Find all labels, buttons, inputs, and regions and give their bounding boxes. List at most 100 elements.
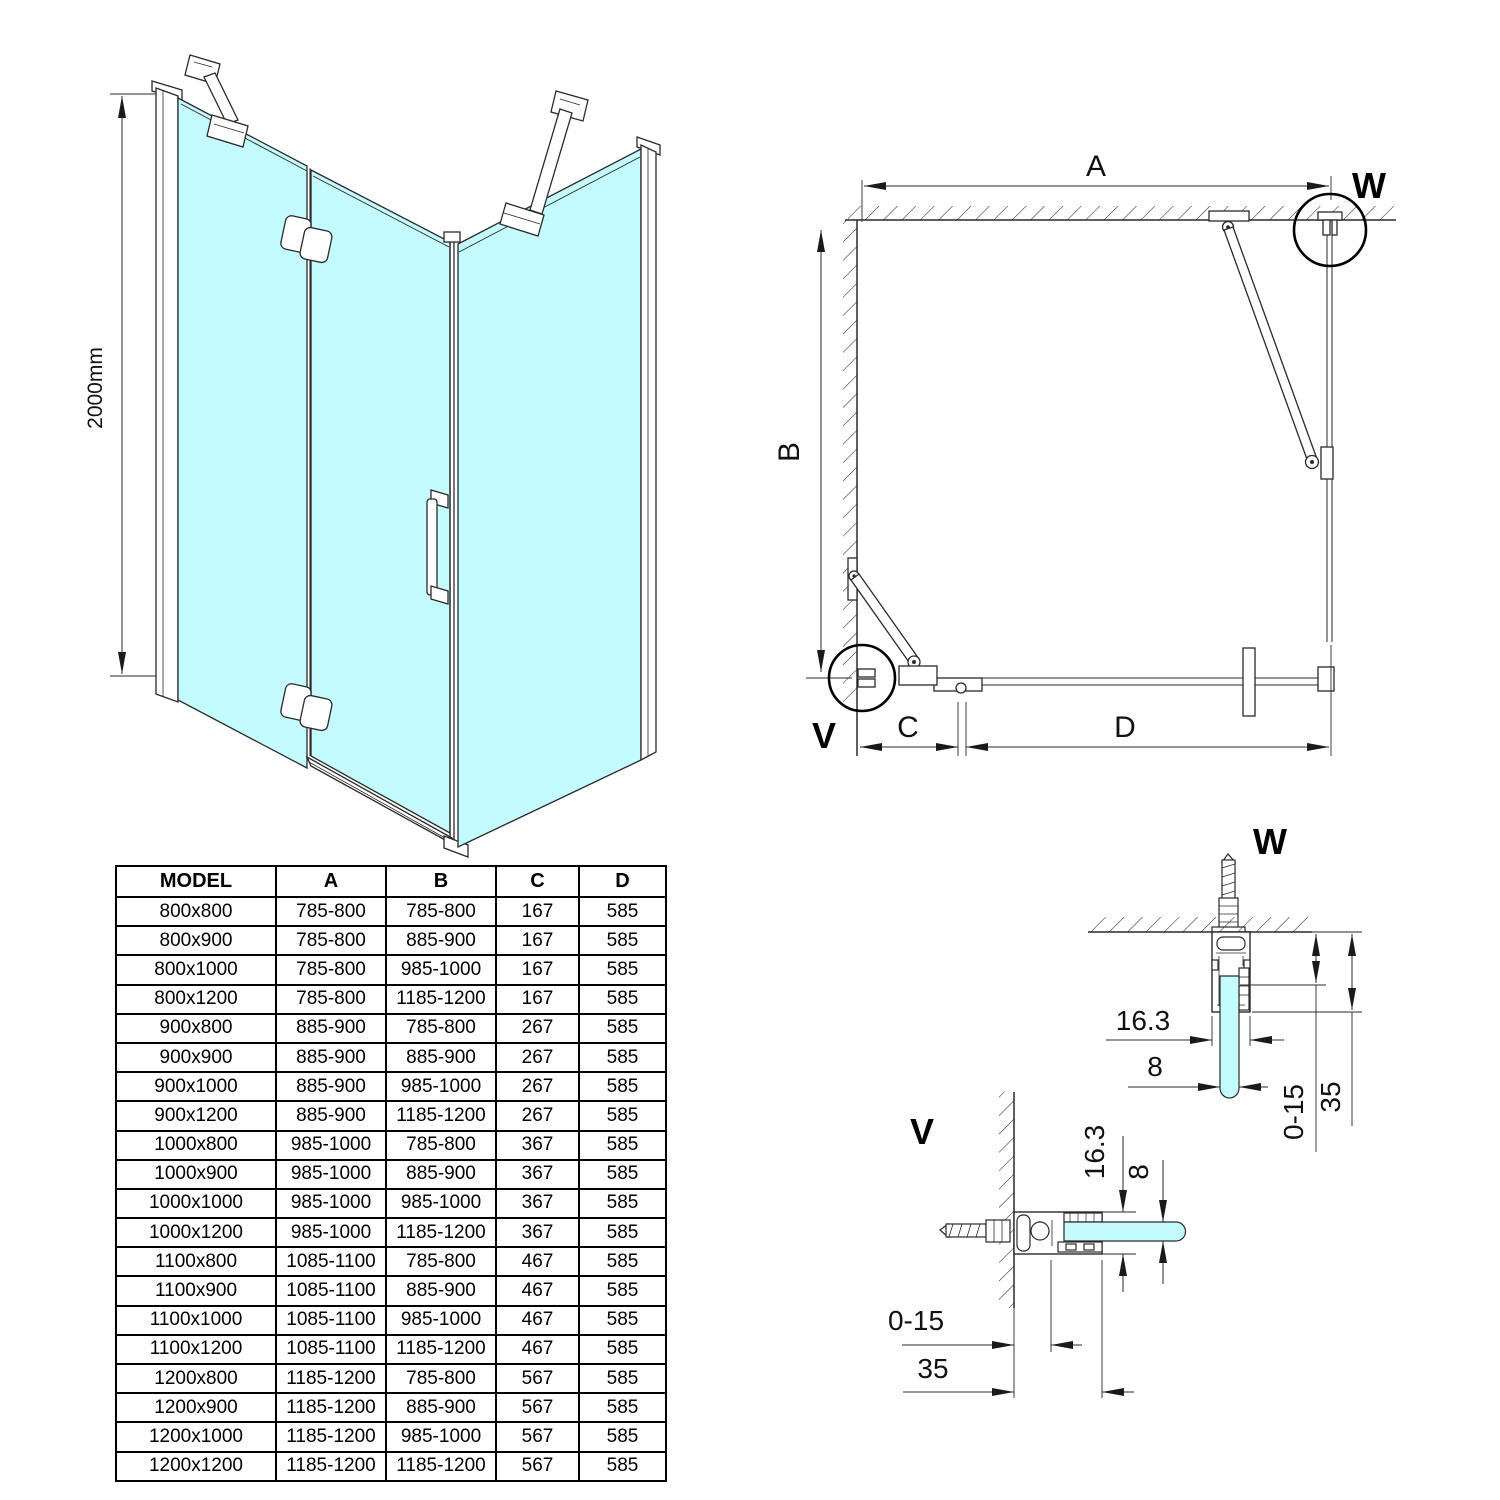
detail-circle-v (827, 643, 897, 713)
table-cell: 1200x1200 (115, 1450, 277, 1482)
table-cell: 585 (578, 1362, 667, 1395)
table-cell: 585 (578, 925, 667, 957)
plan-support-brace-left (847, 557, 938, 686)
table-cell: 1185-1200 (275, 1421, 387, 1453)
table-cell: 585 (578, 1217, 667, 1249)
detail-w: W (1088, 821, 1362, 1152)
table-header-cell: D (578, 865, 667, 898)
table-cell: 785-800 (385, 895, 497, 928)
table-header-cell: A (275, 865, 387, 898)
table-cell: 900x1200 (115, 1100, 277, 1132)
table-cell: 885-900 (385, 925, 497, 957)
table-cell: 585 (578, 1421, 667, 1453)
table-cell: 585 (578, 1041, 667, 1074)
table-cell: 585 (578, 1450, 667, 1482)
door-handle (426, 489, 449, 605)
height-dimension-label: 2000mm (84, 347, 107, 429)
hinge-top (280, 215, 333, 264)
table-cell: 167 (495, 954, 580, 986)
table-cell: 167 (495, 895, 580, 928)
table-cell: 567 (495, 1362, 580, 1395)
table-cell: 1185-1200 (385, 1100, 497, 1132)
svg-text:16.3: 16.3 (1079, 1125, 1110, 1180)
height-dimension: 2000mm (84, 93, 162, 677)
table-cell: 1000x1000 (115, 1187, 277, 1220)
table-cell: 467 (495, 1304, 580, 1336)
table-cell: 1085-1100 (275, 1333, 387, 1366)
table-cell: 1100x800 (115, 1246, 277, 1278)
dim-b-label: B (773, 442, 806, 462)
table-cell: 800x1000 (115, 954, 277, 986)
table-cell: 585 (578, 1100, 667, 1132)
table-cell: 585 (578, 1333, 667, 1366)
table-cell: 785-800 (275, 954, 387, 986)
table-cell: 1000x900 (115, 1158, 277, 1190)
table-cell: 367 (495, 1129, 580, 1161)
table-cell: 585 (578, 1071, 667, 1103)
detail-v: V (888, 1092, 1187, 1398)
dim-c-label: C (897, 711, 919, 744)
table-cell: 567 (495, 1392, 580, 1424)
table-cell: 785-800 (385, 1246, 497, 1278)
table-cell: 467 (495, 1275, 580, 1307)
table-cell: 1185-1200 (275, 1362, 387, 1395)
perspective-view: 2000mm (84, 54, 661, 858)
table-cell: 985-1000 (385, 1304, 497, 1336)
detail-w-dim-total: 35 (1252, 934, 1362, 1126)
table-cell: 585 (578, 1129, 667, 1161)
table-cell: 585 (578, 1392, 667, 1424)
glass-panel-left (177, 96, 308, 770)
table-cell: 585 (578, 1275, 667, 1307)
table-cell: 1085-1100 (275, 1246, 387, 1278)
dimension-a: A (861, 150, 1332, 222)
detail-v-title: V (910, 1111, 934, 1152)
svg-text:0-15: 0-15 (1278, 1084, 1309, 1140)
table-cell: 1100x1200 (115, 1333, 277, 1366)
svg-text:35: 35 (917, 1353, 948, 1384)
svg-text:0-15: 0-15 (888, 1305, 944, 1336)
table-cell: 985-1000 (275, 1129, 387, 1161)
table-cell: 1000x1200 (115, 1217, 277, 1249)
detail-w-dim-adjust: 0-15 (1240, 931, 1362, 1152)
dimension-b: B (773, 230, 852, 679)
anchor-screw-v (939, 1219, 1011, 1243)
table-cell: 585 (578, 1012, 667, 1044)
dimension-c: C (860, 702, 967, 756)
table-cell: 885-900 (275, 1100, 387, 1132)
table-cell: 985-1000 (385, 1187, 497, 1220)
detail-w-dim-glass: 8 (1128, 1051, 1268, 1091)
dim-a-label: A (1086, 150, 1106, 183)
table-cell: 585 (578, 1304, 667, 1336)
detail-v-dim-adjust: 0-15 (888, 1260, 1082, 1398)
hinge-bottom (280, 683, 333, 732)
svg-text:16.3: 16.3 (1116, 1005, 1171, 1036)
table-cell: 1085-1100 (275, 1275, 387, 1307)
table-cell: 785-800 (275, 983, 387, 1015)
bottom-rail (305, 755, 469, 858)
table-cell: 167 (495, 983, 580, 1015)
dimension-d: D (966, 645, 1332, 756)
table-cell: 885-900 (385, 1392, 497, 1424)
table-cell: 585 (578, 954, 667, 986)
table-cell: 1100x900 (115, 1275, 277, 1307)
plan-door-pivot (955, 682, 967, 694)
profile-w (1211, 931, 1251, 1013)
detail-circle-w (1292, 192, 1368, 268)
table-cell: 785-800 (385, 1362, 497, 1395)
